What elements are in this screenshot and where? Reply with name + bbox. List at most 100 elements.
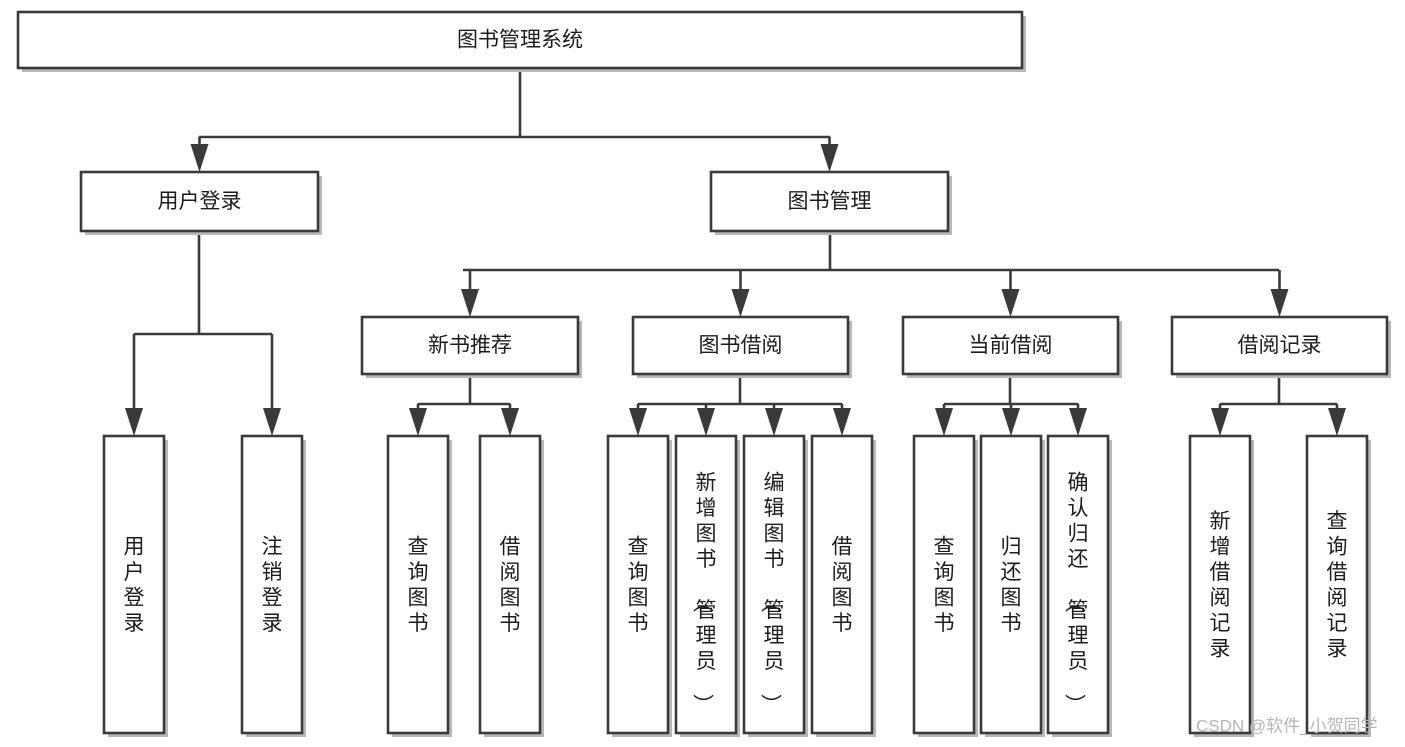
node-rect[interactable]	[1170, 315, 1389, 376]
node-leaf-return-book[interactable]: 归还图书	[979, 434, 1045, 737]
node-label: 查询图书	[408, 535, 429, 635]
edge-root-to-book-manage	[820, 137, 839, 172]
connector-group-bus-new-book	[418, 374, 510, 406]
arrow-head-icon	[833, 408, 851, 436]
edge-book-borrow-to-leaf-query-book-2	[629, 404, 647, 436]
arrow-head-icon	[1001, 289, 1020, 317]
edge-book-borrow-to-leaf-edit-book	[765, 404, 783, 436]
node-label: 图书管理系统	[457, 29, 583, 52]
node-leaf-query-book-3[interactable]: 查询图书	[912, 434, 978, 737]
edge-book-manage-to-book-borrow	[731, 270, 750, 317]
node-book-manage[interactable]: 图书管理	[709, 170, 952, 235]
node-rect[interactable]	[742, 434, 806, 735]
node-rect[interactable]	[79, 170, 320, 233]
edge-user-login-to-leaf-user-logout	[263, 334, 281, 436]
node-rect[interactable]	[240, 434, 304, 735]
node-rect[interactable]	[631, 315, 850, 376]
node-label: 查询借阅记录	[1327, 510, 1348, 661]
node-rect[interactable]	[606, 434, 670, 735]
edge-current-borrow-to-leaf-return-book	[1002, 404, 1020, 436]
node-label: 确认归还（管理员）	[1063, 472, 1089, 715]
node-leaf-edit-book[interactable]: 编辑图书（管理员）	[742, 434, 808, 737]
node-leaf-user-logout[interactable]: 注销登录	[240, 434, 306, 737]
arrow-head-icon	[1328, 408, 1346, 436]
node-rect[interactable]	[674, 434, 738, 735]
node-rect[interactable]	[478, 434, 542, 735]
node-rect[interactable]	[1046, 434, 1110, 735]
node-leaf-add-book[interactable]: 新增图书（管理员）	[674, 434, 740, 737]
node-leaf-query-book-1[interactable]: 查询图书	[386, 434, 452, 737]
node-rect[interactable]	[912, 434, 976, 735]
node-user-login[interactable]: 用户登录	[79, 170, 322, 235]
arrow-head-icon	[731, 289, 750, 317]
edge-current-borrow-to-leaf-confirm-return	[1069, 404, 1087, 436]
node-borrow-record[interactable]: 借阅记录	[1170, 315, 1391, 378]
node-label: 图书借阅	[699, 334, 783, 357]
arrow-head-icon	[125, 408, 143, 436]
edge-book-borrow-to-leaf-add-book	[697, 404, 715, 436]
edge-book-borrow-to-leaf-borrow-book-2	[833, 404, 851, 436]
connector-group-bus-book-manage	[463, 231, 1279, 272]
edge-book-manage-to-borrow-record	[1270, 270, 1289, 317]
node-rect[interactable]	[810, 434, 874, 735]
node-layer: 图书管理系统用户登录图书管理新书推荐图书借阅当前借阅借阅记录用户登录注销登录查询…	[16, 10, 1391, 737]
edge-borrow-record-to-leaf-add-record	[1211, 404, 1229, 436]
node-rect[interactable]	[709, 170, 950, 233]
node-rect[interactable]	[386, 434, 450, 735]
edge-book-manage-to-current-borrow	[1001, 270, 1020, 317]
arrow-head-icon	[190, 144, 209, 172]
arrow-head-icon	[935, 408, 953, 436]
edge-user-login-to-leaf-user-login	[125, 334, 143, 436]
node-new-book-recommend[interactable]: 新书推荐	[360, 315, 582, 378]
csdn-watermark: CSDN @软件_小贺同学	[1196, 716, 1378, 735]
arrow-head-icon	[629, 408, 647, 436]
node-label: 借阅图书	[500, 535, 521, 635]
node-label: 借阅图书	[832, 535, 853, 635]
connector-layer	[125, 68, 1346, 436]
node-rect[interactable]	[1305, 434, 1369, 735]
connector-group-bus-current-borrow	[944, 374, 1078, 406]
node-leaf-confirm-return[interactable]: 确认归还（管理员）	[1046, 434, 1112, 737]
edge-root-to-user-login	[190, 137, 209, 172]
node-label: 图书管理	[788, 190, 872, 213]
node-rect[interactable]	[901, 315, 1120, 376]
arrow-head-icon	[765, 408, 783, 436]
node-current-borrow[interactable]: 当前借阅	[901, 315, 1122, 378]
arrow-head-icon	[820, 144, 839, 172]
node-label: 注销登录	[262, 535, 283, 635]
node-rect[interactable]	[360, 315, 580, 376]
node-label: 用户登录	[124, 535, 145, 635]
node-book-borrow[interactable]: 图书借阅	[631, 315, 852, 378]
node-label: 当前借阅	[969, 334, 1053, 357]
node-leaf-borrow-book-2[interactable]: 借阅图书	[810, 434, 876, 737]
node-label: 借阅记录	[1238, 334, 1322, 357]
node-rect[interactable]	[1188, 434, 1252, 735]
edge-new-book-recommend-to-leaf-borrow-book-1	[501, 404, 519, 436]
node-leaf-query-book-2[interactable]: 查询图书	[606, 434, 672, 737]
node-leaf-user-login[interactable]: 用户登录	[102, 434, 168, 737]
arrow-head-icon	[1270, 289, 1289, 317]
arrow-head-icon	[1002, 408, 1020, 436]
node-rect[interactable]	[979, 434, 1043, 735]
node-label: 归还图书	[1001, 535, 1022, 635]
node-label: 编辑图书（管理员）	[759, 472, 785, 715]
node-leaf-add-record[interactable]: 新增借阅记录	[1188, 434, 1254, 737]
watermark-layer: CSDN @软件_小贺同学	[1196, 716, 1378, 735]
node-label: 新增借阅记录	[1210, 510, 1231, 661]
connector-group-bus-borrow-record	[1220, 374, 1337, 406]
edge-new-book-recommend-to-leaf-query-book-1	[409, 404, 427, 436]
node-label: 查询图书	[934, 535, 955, 635]
arrow-head-icon	[501, 408, 519, 436]
node-leaf-query-record[interactable]: 查询借阅记录	[1305, 434, 1371, 737]
node-leaf-borrow-book-1[interactable]: 借阅图书	[478, 434, 544, 737]
arrow-head-icon	[1069, 408, 1087, 436]
node-root[interactable]: 图书管理系统	[16, 10, 1026, 72]
node-rect[interactable]	[16, 10, 1024, 70]
node-label: 新增图书（管理员）	[691, 472, 717, 715]
arrow-head-icon	[697, 408, 715, 436]
node-rect[interactable]	[102, 434, 166, 735]
arrow-head-icon	[1211, 408, 1229, 436]
arrow-head-icon	[461, 289, 479, 317]
